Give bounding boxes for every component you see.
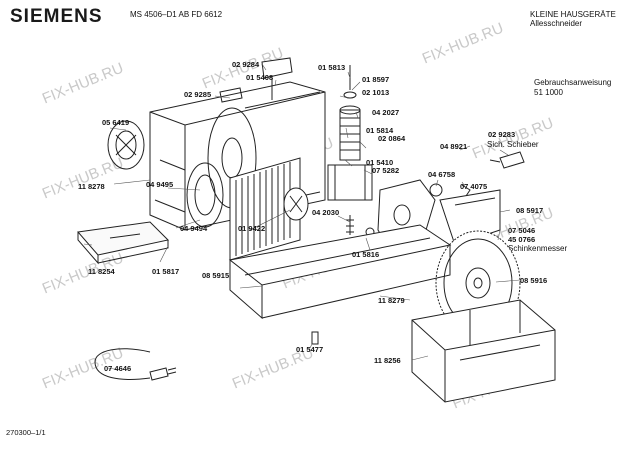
part-label: 04 2030: [312, 208, 340, 217]
part-label: 02 9284: [232, 60, 260, 69]
power-cord: [94, 331, 319, 381]
part-label: 08 5917: [516, 206, 544, 215]
part-label: 02 0864: [378, 134, 406, 143]
part-label: 01 8597: [362, 75, 390, 84]
part-label: 45 0766: [508, 235, 536, 244]
motor-assembly: [327, 65, 373, 201]
front-tray: [228, 224, 452, 320]
part-label: 01 5813: [318, 63, 346, 72]
part-label: 04 9495: [146, 180, 174, 189]
brand-logo: SIEMENS: [10, 6, 103, 27]
part-label: 01 5408: [246, 73, 274, 82]
part-label: 02 9285: [184, 90, 212, 99]
part-label: 08 5915: [202, 271, 230, 280]
part-label: 02 1013: [362, 88, 390, 97]
part-label: 04 6758: [428, 170, 456, 179]
part-label: 02 9283: [488, 130, 516, 139]
part-label: 11 8279: [378, 296, 405, 305]
manual-number: 51 1000: [534, 88, 563, 97]
carriage-plate: [229, 157, 301, 261]
gear: [283, 187, 309, 221]
part-label: 11 8256: [374, 356, 401, 365]
part-label: 01 5817: [152, 267, 180, 276]
part-label: 01 5814: [366, 126, 394, 135]
part-label: 07 5046: [508, 226, 536, 235]
rear-ring: [186, 162, 224, 228]
part-label: 04 9494: [180, 224, 208, 233]
manual-label: Gebrauchsanweisung: [534, 78, 612, 87]
ham-knife-note: Schinkenmesser: [508, 244, 568, 253]
part-label: 07 5282: [372, 166, 400, 175]
part-label: 07 4646: [104, 364, 132, 373]
category-title: KLEINE HAUSGERÄTE: [530, 10, 616, 19]
diagram-code: 270300–1/1: [6, 428, 46, 437]
category-subtitle: Allesschneider: [530, 19, 583, 28]
part-label: 01 5816: [352, 250, 380, 259]
round-cover: [107, 120, 145, 170]
safety-switch: [489, 151, 525, 169]
top-knob: [219, 57, 293, 103]
model-number: MS 4506–D1 AB FD 6612: [130, 10, 223, 19]
part-label: 04 8921: [440, 142, 468, 151]
part-label: 05 6419: [102, 118, 130, 127]
small-parts: [429, 183, 471, 197]
part-label: 01 9422: [238, 224, 266, 233]
safety-slider-note: Sich. Schieber: [487, 140, 539, 149]
part-label: 07 4075: [460, 182, 488, 191]
part-label: 11 8254: [88, 267, 115, 276]
ham-knife-carriage: [411, 299, 556, 403]
part-label: 01 5410: [366, 158, 394, 167]
base-tray: [77, 221, 170, 265]
part-label: 11 8278: [78, 182, 105, 191]
part-label: 04 2027: [372, 108, 400, 117]
part-label: 08 5916: [520, 276, 548, 285]
part-label: 01 5477: [296, 345, 324, 354]
